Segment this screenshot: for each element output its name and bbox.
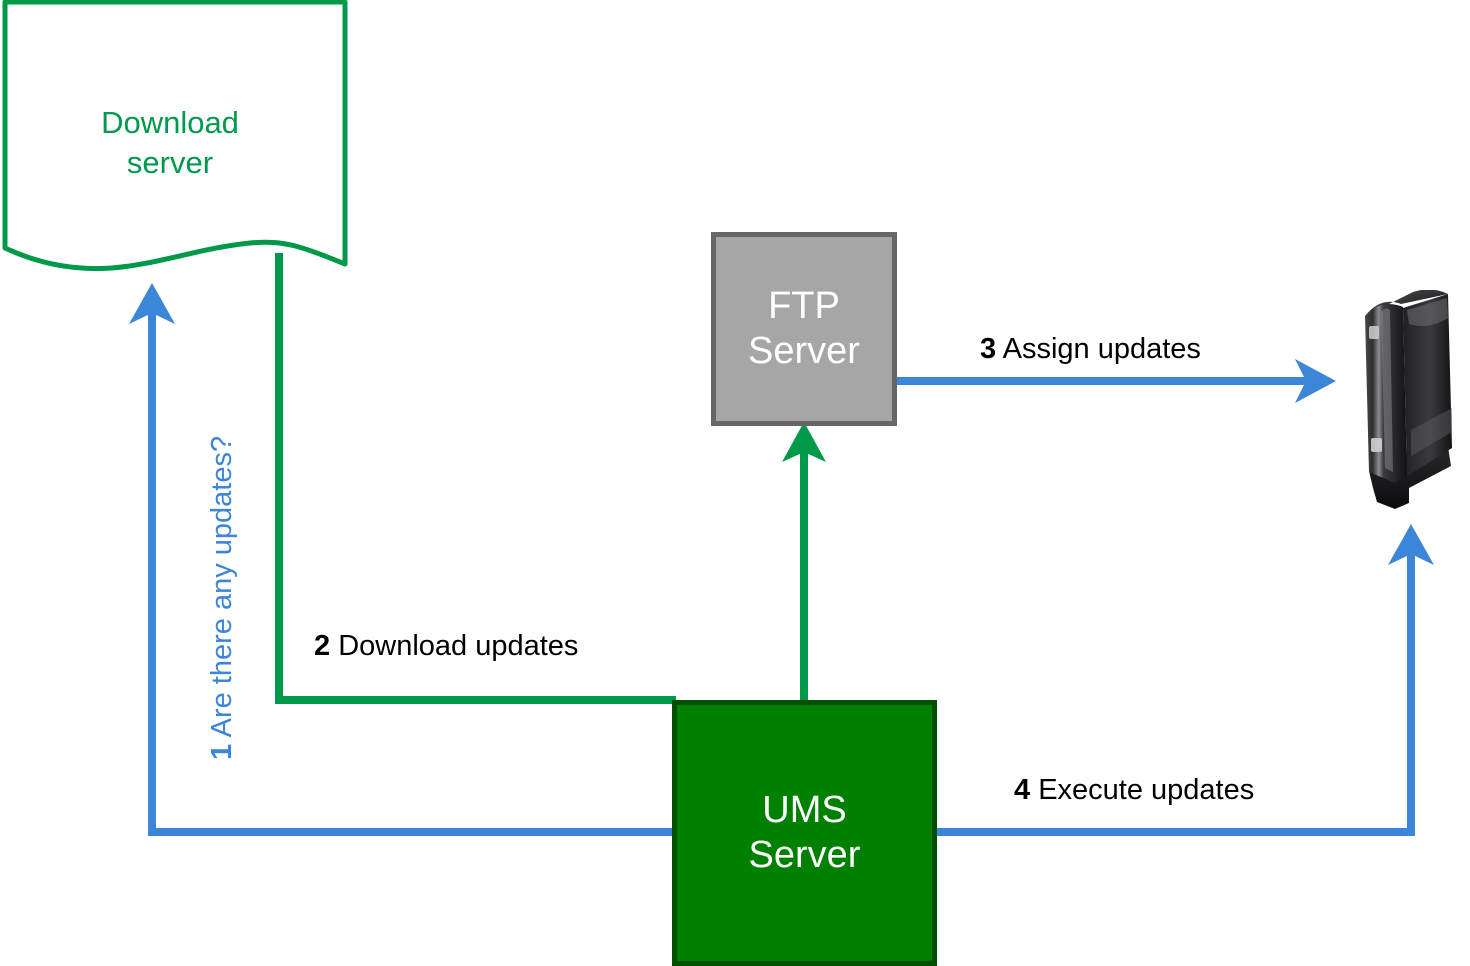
edge-label-any-updates: 1 Are there any updates?: [206, 436, 239, 760]
edge-step-text-4: Execute updates: [1038, 774, 1255, 806]
edge-step-number-4: 4: [1014, 774, 1031, 806]
edge-execute-updates-line: [937, 542, 1415, 836]
thin-client-side-sheen: [1411, 408, 1452, 456]
edge-assign-updates-arrowhead: [1295, 359, 1336, 403]
thin-client-upper-badge: [1369, 326, 1379, 339]
ums-server-node[interactable]: UMS Server: [672, 700, 937, 966]
edge-step-number-2: 2: [314, 630, 331, 662]
download-server-shape: [2, 0, 348, 272]
edge-any-updates-line: [148, 300, 672, 836]
thin-client-top-shine: [1407, 298, 1448, 326]
edge-download-updates-line: [275, 253, 676, 704]
thin-client-lower-badge: [1371, 438, 1382, 452]
ftp-server-node[interactable]: FTP Server: [711, 232, 897, 426]
thin-client-device-icon: [1365, 290, 1452, 509]
edge-label-download-updates: 2 Download updates: [314, 630, 578, 663]
thin-client-top-cap: [1365, 290, 1448, 316]
edge-label-execute-updates: 4 Execute updates: [1014, 774, 1254, 807]
edge-any-updates-arrowhead: [129, 283, 175, 324]
ftp-server-label: FTP Server: [748, 285, 860, 372]
ums-server-label: UMS Server: [748, 789, 861, 876]
edge-step-text-3: Assign updates: [1002, 333, 1201, 365]
edge-step-text-1: Are there any updates?: [206, 435, 238, 738]
edge-step-number-1: 1: [206, 743, 238, 760]
edge-label-assign-updates: 3 Assign updates: [980, 333, 1201, 366]
edge-ums-to-ftp-arrowhead: [782, 422, 826, 462]
download-server-label: Download server: [101, 105, 239, 180]
thin-client-highlight: [1381, 308, 1393, 472]
edge-step-number-3: 3: [980, 333, 997, 365]
edge-step-text-2: Download updates: [338, 630, 579, 662]
edge-execute-updates-arrowhead: [1388, 524, 1434, 565]
